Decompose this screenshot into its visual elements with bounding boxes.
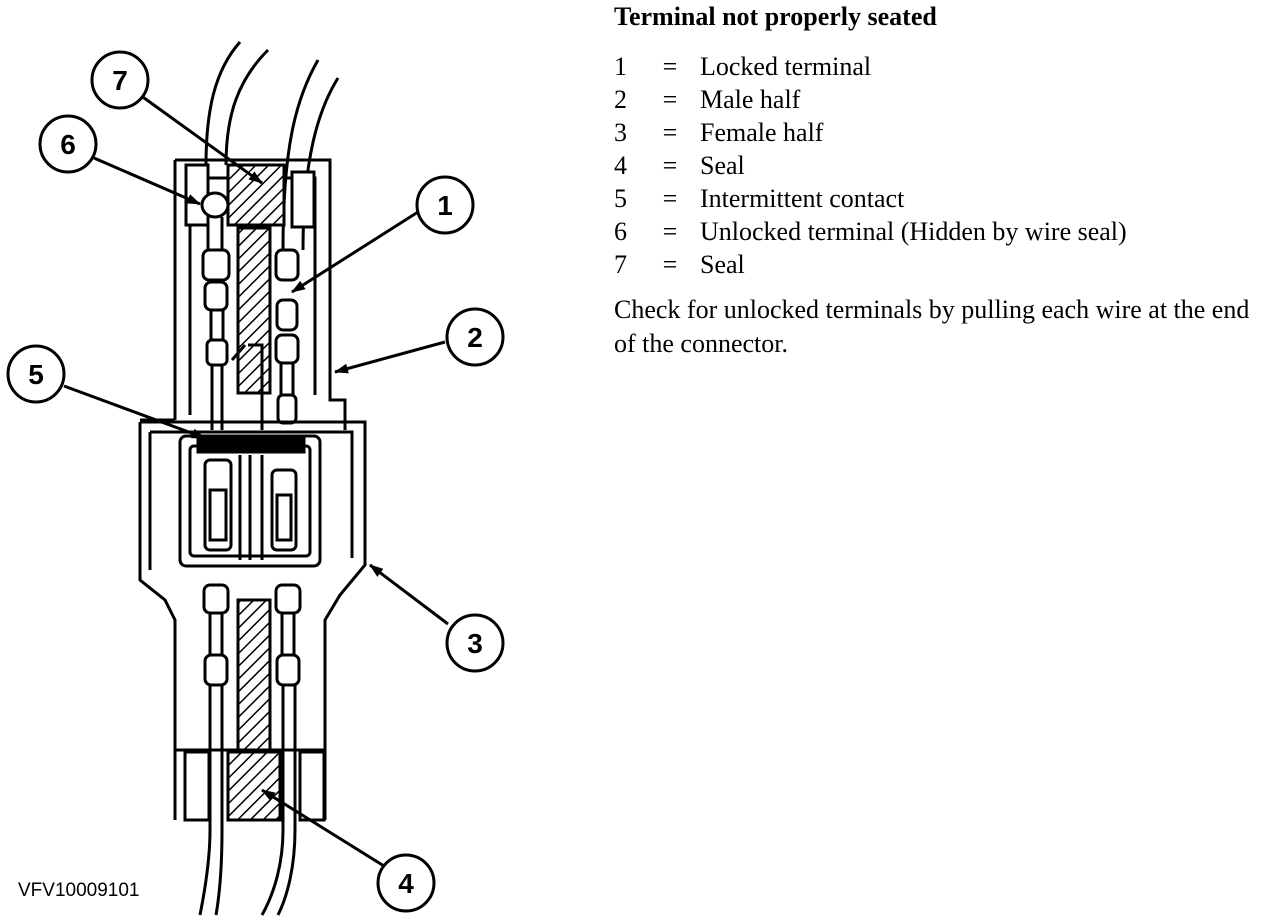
seal-top-left bbox=[184, 163, 210, 227]
legend-description: Seal bbox=[700, 151, 745, 180]
legend-item: 1 = Locked terminal bbox=[614, 50, 1259, 83]
connector-diagram: 7 6 1 2 5 3 4 VFV10009101 bbox=[0, 0, 600, 922]
seal-bottom-right bbox=[298, 750, 326, 822]
callout-7-label: 7 bbox=[112, 65, 128, 96]
lower-wires bbox=[198, 685, 297, 916]
text-panel: Terminal not properly seated 1 = Locked … bbox=[614, 2, 1259, 361]
callout-7: 7 bbox=[90, 50, 150, 110]
legend-item: 2 = Male half bbox=[614, 83, 1259, 116]
callout-1: 1 bbox=[415, 175, 475, 235]
divider-upper bbox=[236, 226, 272, 395]
legend-description: Female half bbox=[700, 118, 824, 147]
legend-equals: = bbox=[662, 184, 678, 213]
callout-1-label: 1 bbox=[437, 190, 453, 221]
seal-bottom-left bbox=[183, 750, 211, 822]
legend-number: 1 bbox=[614, 52, 627, 81]
mating-contact-area bbox=[178, 434, 322, 568]
legend-equals: = bbox=[662, 217, 678, 246]
legend-description: Unlocked terminal (Hidden by wire seal) bbox=[700, 217, 1127, 246]
legend-item: 7 = Seal bbox=[614, 248, 1259, 281]
figure-code: VFV10009101 bbox=[18, 880, 140, 901]
callout-2-label: 2 bbox=[467, 322, 483, 353]
seal-top-right bbox=[290, 170, 316, 229]
right-terminal-upper bbox=[230, 248, 300, 430]
legend-item: 3 = Female half bbox=[614, 116, 1259, 149]
leader-lines bbox=[63, 93, 449, 868]
legend-item: 6 = Unlocked terminal (Hidden by wire se… bbox=[614, 215, 1259, 248]
legend-description: Intermittent contact bbox=[700, 184, 905, 213]
legend-list: 1 = Locked terminal 2 = Male half 3 = Fe… bbox=[614, 50, 1259, 281]
legend-number: 5 bbox=[614, 184, 627, 213]
legend-number: 2 bbox=[614, 85, 627, 114]
seal-top-hatched bbox=[226, 163, 286, 227]
divider-lower bbox=[236, 598, 272, 752]
callout-2: 2 bbox=[445, 307, 505, 367]
callout-3: 3 bbox=[445, 613, 505, 673]
callout-4: 4 bbox=[376, 853, 436, 913]
callout-6: 6 bbox=[38, 114, 98, 174]
legend-number: 6 bbox=[614, 217, 627, 246]
legend-equals: = bbox=[662, 151, 678, 180]
legend-description: Male half bbox=[700, 85, 801, 114]
callout-5: 5 bbox=[6, 344, 66, 404]
instruction-note: Check for unlocked terminals by pulling … bbox=[614, 295, 1250, 358]
legend-equals: = bbox=[662, 118, 678, 147]
unlocked-terminal-head bbox=[200, 191, 230, 250]
callout-6-label: 6 bbox=[60, 129, 76, 160]
legend-description: Seal bbox=[700, 250, 745, 279]
lower-terminals bbox=[202, 583, 302, 687]
callout-5-label: 5 bbox=[28, 359, 44, 390]
legend-item: 4 = Seal bbox=[614, 149, 1259, 182]
callout-4-label: 4 bbox=[398, 868, 414, 899]
female-half-housing bbox=[138, 420, 367, 820]
legend-number: 4 bbox=[614, 151, 627, 180]
legend-equals: = bbox=[662, 250, 678, 279]
left-terminal-upper bbox=[201, 248, 231, 430]
legend-number: 7 bbox=[614, 250, 627, 279]
seal-bottom-hatched bbox=[226, 750, 282, 822]
legend-item: 5 = Intermittent contact bbox=[614, 182, 1259, 215]
page-title: Terminal not properly seated bbox=[614, 2, 937, 31]
legend-description: Locked terminal bbox=[700, 52, 872, 81]
callout-3-label: 3 bbox=[467, 628, 483, 659]
legend-number: 3 bbox=[614, 118, 627, 147]
legend-equals: = bbox=[662, 85, 678, 114]
legend-equals: = bbox=[662, 52, 678, 81]
